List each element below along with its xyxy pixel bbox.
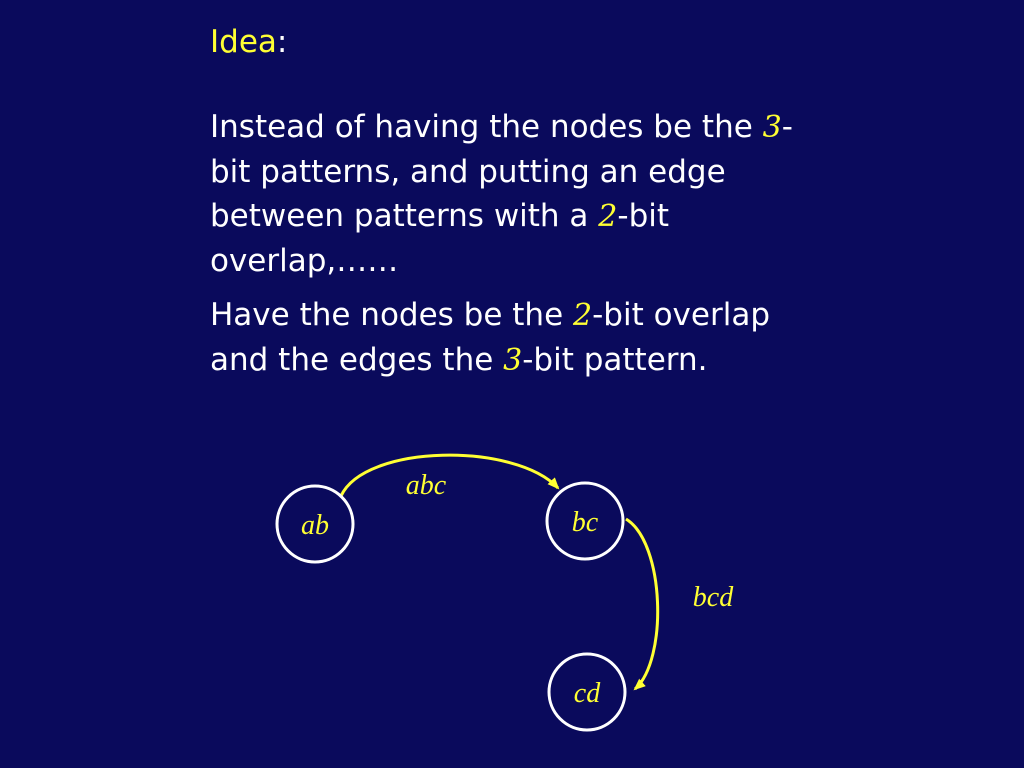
paragraph-2: Have the nodes be the 2-bit overlap and … (210, 293, 810, 383)
node-cd-label: cd (574, 678, 601, 709)
node-cd-circle (547, 652, 627, 732)
p1-number-3: 3 (762, 110, 782, 145)
edge-label-abc: abc (406, 470, 447, 501)
p1-number-2: 2 (598, 199, 618, 234)
node-cd: cd (547, 652, 627, 732)
node-ab-label: ab (301, 510, 329, 541)
slide-heading: Idea: (210, 20, 810, 64)
node-ab-circle (275, 484, 355, 564)
slide-text: Idea: Instead of having the nodes be the… (210, 20, 810, 393)
node-ab: ab (275, 484, 355, 564)
p1-text-a: Instead of having the nodes be the (210, 109, 763, 145)
p2-text-b: -bit overlap and the edges the (210, 297, 771, 378)
node-bc-label: bc (572, 507, 599, 538)
heading-idea: Idea (210, 24, 277, 60)
p2-text-c: -bit pattern. (522, 342, 708, 378)
node-bc: bc (545, 481, 625, 561)
p1-text-c: -bit overlap,…… (210, 198, 670, 279)
p2-number-3: 3 (503, 343, 523, 378)
edge-bc-cd (625, 517, 660, 691)
edge-ab-bc (339, 453, 560, 497)
node-bc-circle (545, 481, 625, 561)
p1-text-b: -bit patterns, and putting an edge betwe… (210, 109, 793, 234)
paragraph-1: Instead of having the nodes be the 3-bit… (210, 105, 810, 283)
p2-text-a: Have the nodes be the (210, 297, 574, 333)
heading-colon: : (276, 24, 288, 60)
edge-label-bcd: bcd (693, 582, 734, 613)
p2-number-2: 2 (573, 298, 593, 333)
